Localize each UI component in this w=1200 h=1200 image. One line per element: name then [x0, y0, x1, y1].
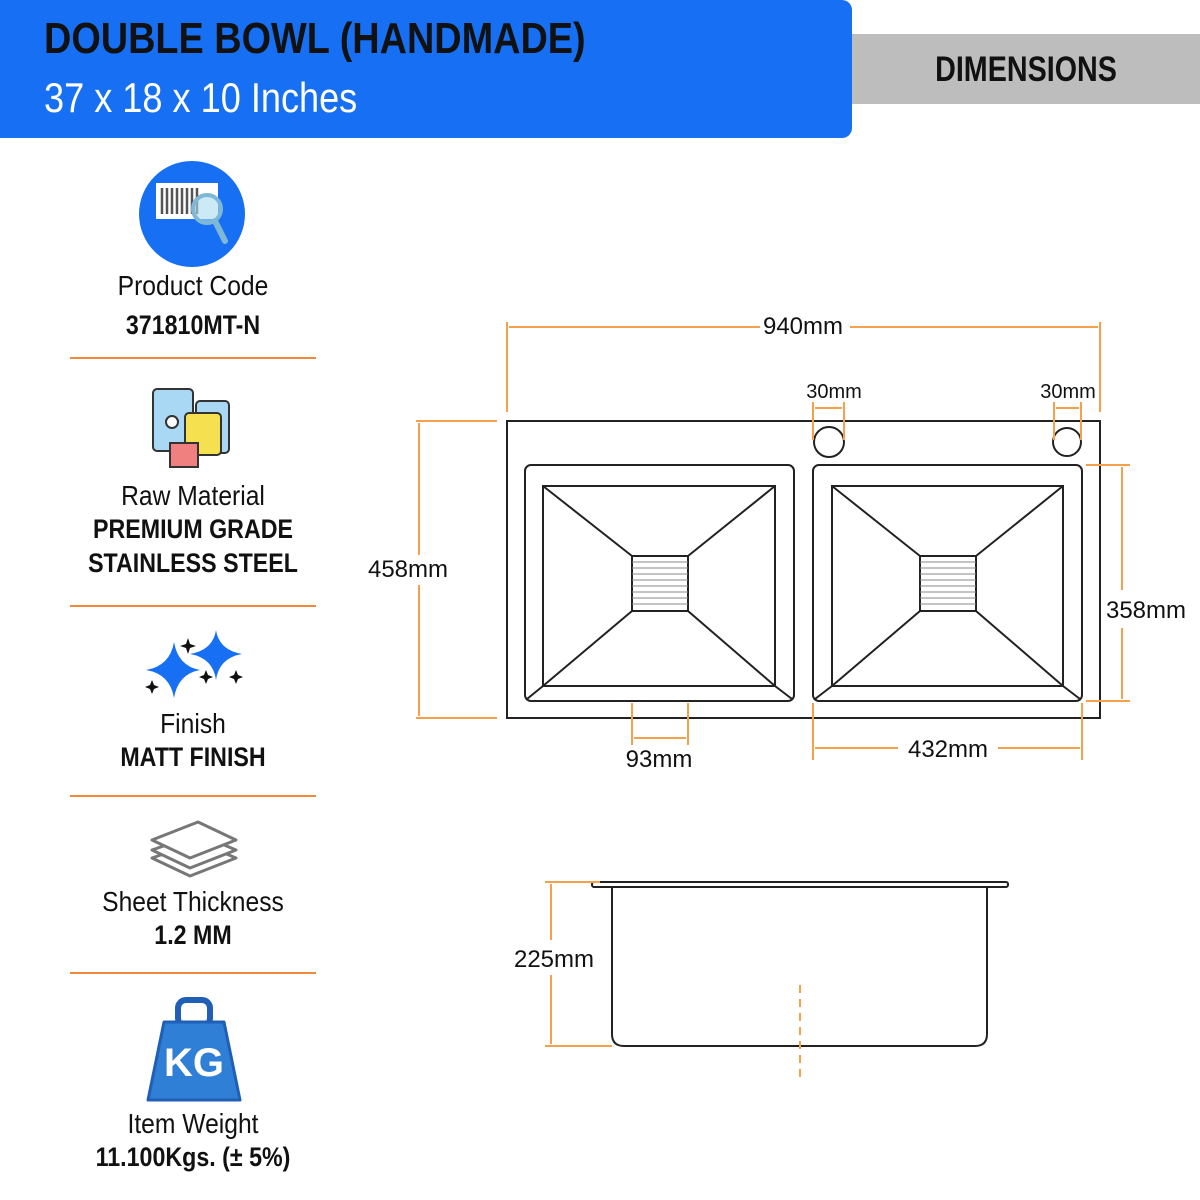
dim-tap-hole-1: 30mm: [806, 381, 862, 403]
tap-hole-2: [1052, 427, 1082, 457]
dim-tap-hole-2: 30mm: [1040, 381, 1096, 403]
spec-value: 1.2 MM: [154, 920, 232, 950]
divider: [70, 972, 316, 974]
material-barrels-icon: [152, 388, 230, 468]
dim-depth: 225mm: [514, 946, 594, 973]
spec-raw-material: Raw Material PREMIUM GRADE STAINLESS STE…: [40, 480, 346, 580]
divider: [70, 795, 316, 797]
spec-value: 11.100Kgs. (± 5%): [95, 1142, 291, 1172]
spec-item-weight: Item Weight 11.100Kgs. (± 5%): [40, 1108, 346, 1174]
dim-bowl-length: 432mm: [908, 736, 988, 763]
spec-value: 371810MT-N: [125, 310, 261, 340]
kg-label: KG: [164, 1041, 224, 1085]
dimensions-label-box: DIMENSIONS: [852, 34, 1200, 104]
dim-drain: 93mm: [626, 746, 693, 773]
spec-value-line2: STAINLESS STEEL: [88, 548, 298, 578]
product-size: 37 x 18 x 10 Inches: [44, 74, 358, 121]
sparkle-icon: [145, 630, 243, 698]
spec-product-code: Product Code 371810MT-N: [40, 270, 346, 342]
barcode-search-icon: [139, 161, 245, 267]
dimension-lines: [416, 322, 1130, 1047]
sink-side-view: [591, 881, 1009, 1047]
weight-kg-icon: KG: [146, 997, 242, 1102]
spec-label: Product Code: [117, 270, 269, 301]
spec-label: Sheet Thickness: [102, 886, 284, 917]
spec-value: MATT FINISH: [120, 742, 266, 772]
spec-label: Finish: [160, 708, 226, 739]
spec-value: PREMIUM GRADE: [93, 514, 293, 544]
dim-bowl-width: 358mm: [1106, 597, 1186, 624]
sink-top-view: [506, 420, 1101, 719]
sheets-stack-icon: [150, 820, 238, 878]
right-bowl: [812, 464, 1083, 702]
tap-hole-1: [813, 426, 845, 458]
spec-sheet-thickness: Sheet Thickness 1.2 MM: [40, 886, 346, 952]
spec-label: Raw Material: [121, 480, 265, 511]
product-title: DOUBLE BOWL (HANDMADE): [44, 14, 586, 63]
divider: [70, 605, 316, 607]
dim-overall-length: 940mm: [763, 313, 843, 340]
dim-overall-width: 458mm: [368, 556, 448, 583]
left-bowl: [524, 464, 795, 702]
header-banner: DOUBLE BOWL (HANDMADE) 37 x 18 x 10 Inch…: [0, 0, 852, 138]
spec-label: Item Weight: [127, 1108, 259, 1139]
divider: [70, 357, 316, 359]
dimensions-label: DIMENSIONS: [935, 50, 1117, 89]
spec-finish: Finish MATT FINISH: [40, 708, 346, 774]
